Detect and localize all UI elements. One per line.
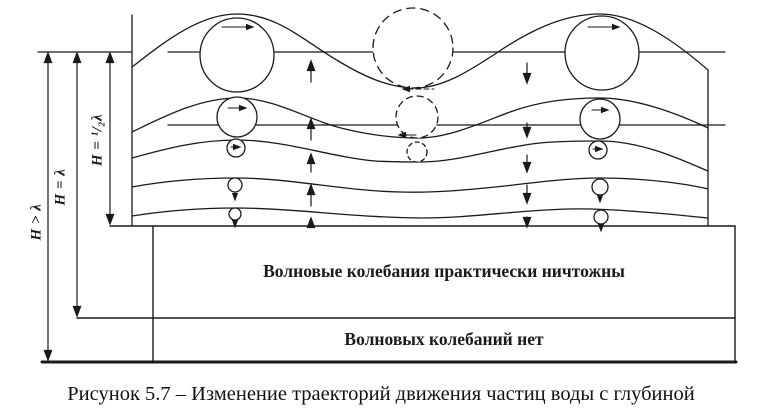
label-depth-eq-lambda: H = λ <box>52 168 69 206</box>
downward-motion-arrows <box>522 62 532 228</box>
orbit-circle-icon <box>591 178 609 196</box>
orbit-circle-icon <box>564 15 640 91</box>
orbit-circle-icon <box>199 17 275 93</box>
zone-no-oscillations-label: Волновых колебаний нет <box>344 329 544 349</box>
label-depth-half-lambda: H = ¹/₂λ <box>89 113 106 167</box>
orbit-circle-icon <box>216 96 258 138</box>
wave-orbit-diagram <box>37 7 738 364</box>
orbit-circle-icon <box>593 209 609 225</box>
wave-row5 <box>131 207 709 219</box>
orbit-circles-left <box>199 17 275 221</box>
label-depth-gt-lambda: H > λ <box>28 203 45 241</box>
figure-caption: Рисунок 5.7 – Изменение траекторий движе… <box>67 382 695 405</box>
orbit-circles-dashed-middle <box>372 7 454 163</box>
orbit-circles-right <box>564 15 640 225</box>
orbit-circle-icon <box>228 207 242 221</box>
depth-arrows <box>43 52 115 361</box>
orbit-direction-arrows-right <box>221 23 620 153</box>
dashed-orbit-circle-icon <box>395 95 439 139</box>
wave-row4 <box>131 177 709 193</box>
zone-negligible-oscillations-label: Волновые колебания практически ничтожны <box>263 260 625 281</box>
orbit-direction-arrows-left <box>398 85 435 139</box>
zone-boxes <box>40 225 738 364</box>
orbit-circle-icon <box>579 98 621 140</box>
dashed-orbit-circle-icon <box>372 7 454 89</box>
orbit-circle-icon <box>227 177 243 193</box>
wave-region-borders <box>131 14 709 227</box>
upward-motion-arrows <box>306 60 316 229</box>
dashed-orbit-circle-icon <box>406 141 428 163</box>
